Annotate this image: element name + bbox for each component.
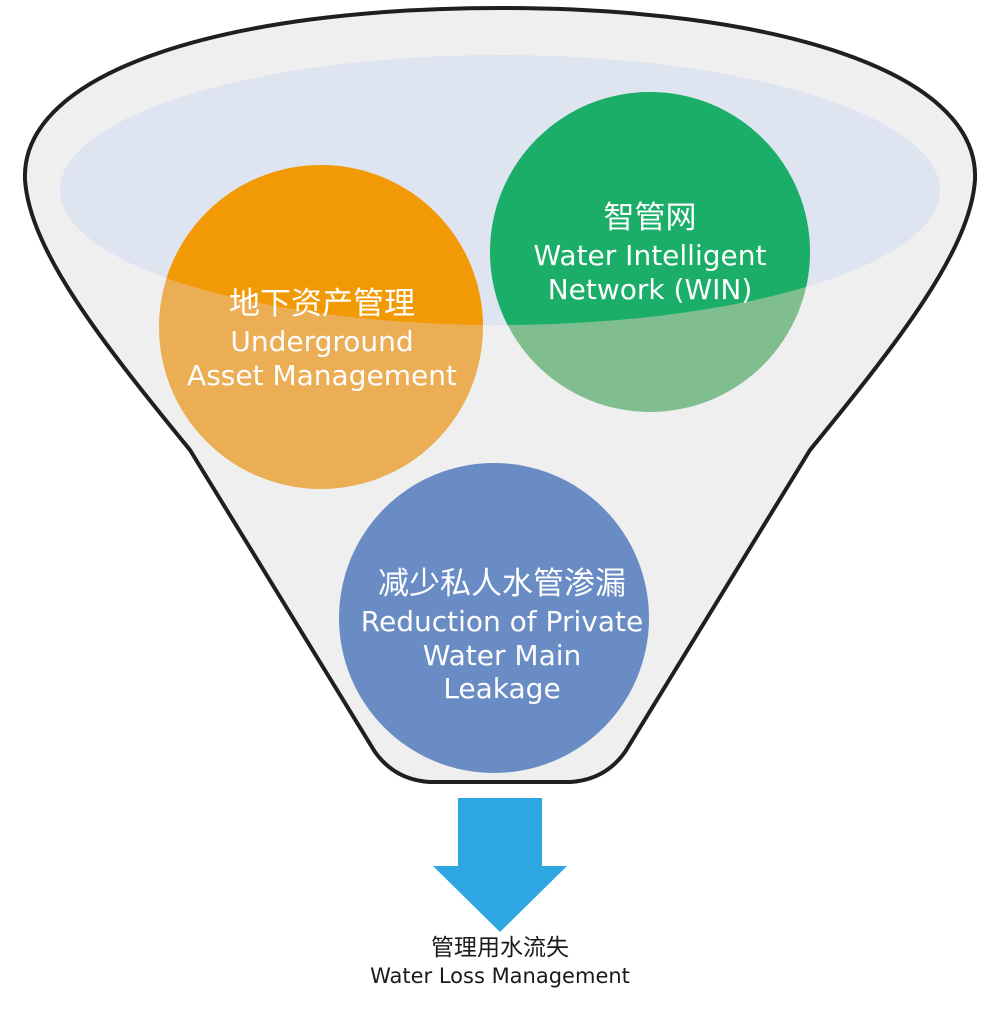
leakage-label-en-3: Leakage (443, 672, 561, 706)
underground-label-zh: 地下资产管理 (229, 286, 415, 322)
circle-win (490, 92, 810, 325)
circle-leakage (339, 463, 649, 773)
win-label: 智管网 Water Intelligent Network (WIN) (490, 200, 810, 306)
leakage-label-zh: 减少私人水管渗漏 (378, 566, 626, 602)
leakage-label-en-2: Water Main (422, 638, 582, 672)
leakage-label: 减少私人水管渗漏 Reduction of Private Water Main… (340, 566, 664, 706)
output-label-en: Water Loss Management (370, 963, 630, 988)
underground-label-en-2: Asset Management (187, 358, 457, 392)
win-label-zh: 智管网 (603, 200, 697, 236)
win-label-en-1: Water Intelligent (533, 239, 767, 273)
down-arrow-icon (433, 798, 567, 932)
leakage-label-en-1: Reduction of Private (360, 605, 644, 639)
underground-label-en-1: Underground (230, 325, 414, 359)
output-label: 管理用水流失 Water Loss Management (300, 934, 700, 989)
output-label-zh: 管理用水流失 (431, 935, 569, 961)
circle-underground (159, 165, 483, 325)
win-label-en-2: Network (WIN) (547, 272, 753, 306)
underground-label: 地下资产管理 Underground Asset Management (162, 286, 482, 392)
